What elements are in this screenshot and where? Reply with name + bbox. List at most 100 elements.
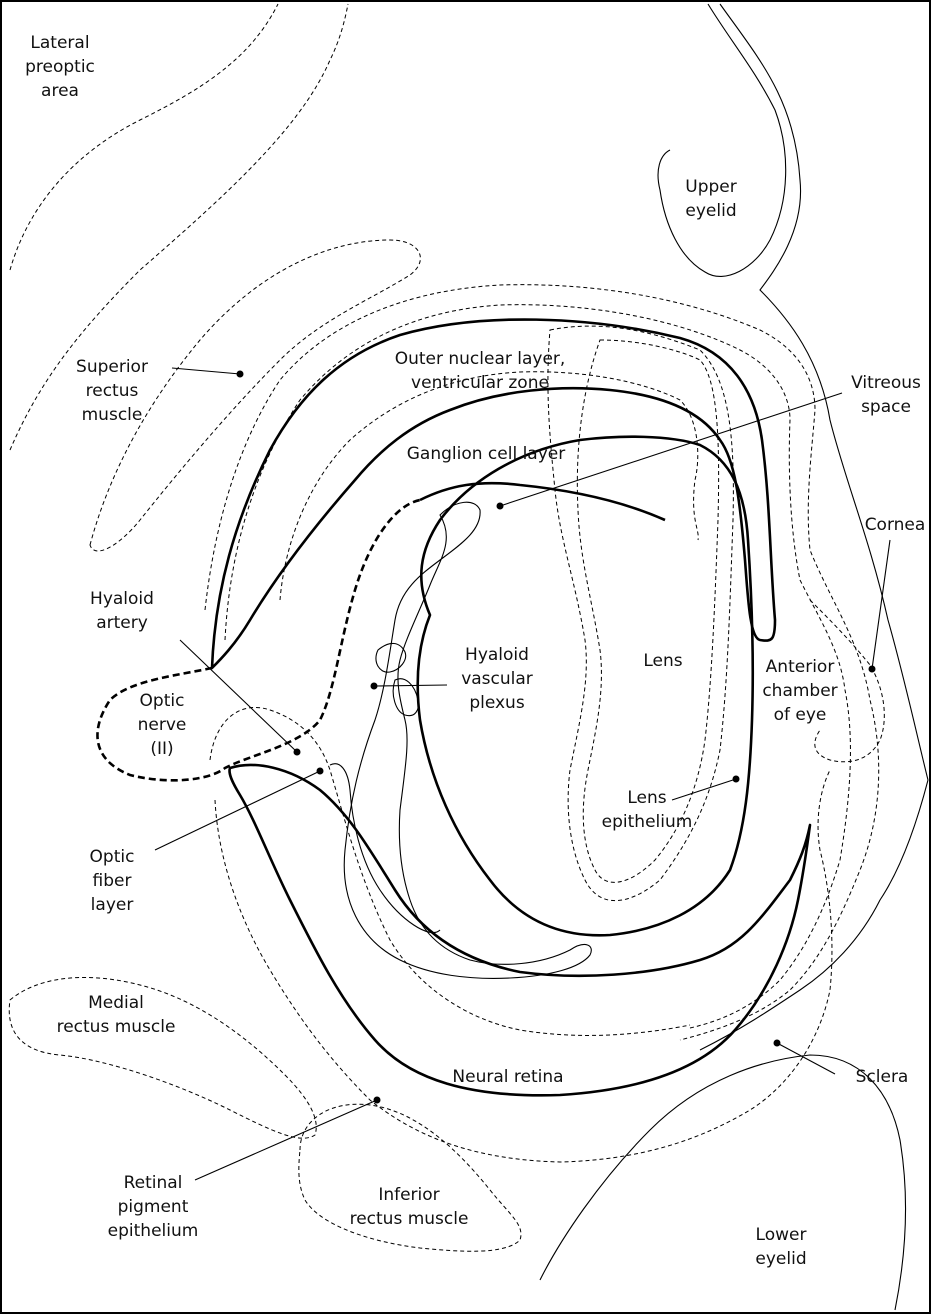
dot-vitreous-space bbox=[496, 502, 504, 510]
leader-cornea bbox=[871, 539, 891, 670]
svg-text:Retinal: Retinal bbox=[124, 1173, 183, 1193]
label-inferior-rectus-muscle: Inferior rectus muscle bbox=[350, 1185, 469, 1229]
leader-sclera bbox=[776, 1042, 836, 1075]
svg-text:Neural retina: Neural retina bbox=[452, 1067, 563, 1087]
label-upper-eyelid: Upper eyelid bbox=[685, 177, 736, 221]
svg-text:eyelid: eyelid bbox=[755, 1249, 806, 1269]
svg-text:Superior: Superior bbox=[76, 357, 148, 377]
hyaloid-plexus-vessel-2 bbox=[375, 642, 407, 673]
svg-text:eyelid: eyelid bbox=[685, 201, 736, 221]
svg-text:Optic: Optic bbox=[140, 691, 185, 711]
label-superior-rectus-muscle: Superior rectus muscle bbox=[76, 357, 148, 425]
label-ganglion-cell-layer: Ganglion cell layer bbox=[407, 444, 566, 464]
label-lens-epithelium: Lens epithelium bbox=[602, 788, 693, 832]
outer-sheath-2 bbox=[224, 304, 851, 1029]
dot-lens-epithelium bbox=[732, 775, 740, 783]
lens-inner-outline bbox=[547, 325, 734, 902]
label-hyaloid-artery: Hyaloid artery bbox=[90, 589, 154, 633]
leader-vitreous-space bbox=[499, 392, 843, 507]
leader-hyaloid-artery bbox=[179, 639, 298, 753]
svg-text:vascular: vascular bbox=[461, 669, 533, 689]
svg-text:nerve: nerve bbox=[138, 715, 187, 735]
vitreous-upper-contour bbox=[419, 481, 666, 522]
medial-rectus-outline bbox=[8, 977, 317, 1139]
leader-lens-epithelium bbox=[671, 778, 737, 801]
svg-text:rectus muscle: rectus muscle bbox=[57, 1017, 176, 1037]
svg-text:Lens: Lens bbox=[643, 651, 682, 671]
svg-text:plexus: plexus bbox=[469, 693, 525, 713]
skin-outline-upper bbox=[719, 3, 929, 781]
retina-outer-sheath-lower bbox=[214, 769, 833, 1163]
svg-text:pigment: pigment bbox=[118, 1197, 189, 1217]
label-anterior-chamber: Anterior chamber of eye bbox=[762, 657, 837, 725]
hyaloid-plexus-vessel-1 bbox=[343, 501, 592, 979]
svg-text:Lens: Lens bbox=[627, 788, 666, 808]
svg-text:rectus muscle: rectus muscle bbox=[350, 1209, 469, 1229]
svg-text:epithelium: epithelium bbox=[602, 812, 693, 832]
svg-text:chamber: chamber bbox=[762, 681, 837, 701]
label-outer-nuclear-layer: Outer nuclear layer, ventricular zone bbox=[395, 349, 566, 393]
dot-hyaloid-artery bbox=[293, 748, 301, 756]
lower-eyelid-outline bbox=[539, 1054, 906, 1311]
ganglion-cell-layer-outline bbox=[279, 371, 699, 601]
dot-hyaloid-plexus bbox=[370, 682, 378, 690]
label-retinal-pigment-epithelium: Retinal pigment epithelium bbox=[108, 1173, 199, 1241]
skin-outline-lower bbox=[699, 779, 929, 1051]
lateral-preoptic-boundary-2 bbox=[9, 3, 349, 451]
neural-retina-upper-outline bbox=[210, 318, 777, 670]
svg-text:space: space bbox=[861, 397, 911, 417]
svg-text:Upper: Upper bbox=[685, 177, 736, 197]
svg-text:Medial: Medial bbox=[88, 993, 144, 1013]
svg-text:Inferior: Inferior bbox=[378, 1185, 439, 1205]
hyaloid-plexus-vessel-4 bbox=[329, 763, 441, 934]
svg-text:epithelium: epithelium bbox=[108, 1221, 199, 1241]
label-optic-nerve: Optic nerve (II) bbox=[138, 691, 187, 759]
inferior-rectus-outline bbox=[298, 1103, 522, 1252]
dot-sclera bbox=[773, 1039, 781, 1047]
label-lens: Lens bbox=[643, 651, 682, 671]
optic-nerve-outline bbox=[96, 498, 421, 782]
svg-text:fiber: fiber bbox=[93, 871, 132, 891]
leader-hyaloid-plexus bbox=[373, 684, 448, 687]
neural-retina-lower-outline bbox=[228, 763, 812, 1097]
dot-superior-rectus bbox=[236, 370, 244, 378]
svg-text:of eye: of eye bbox=[774, 705, 827, 725]
svg-text:Hyaloid: Hyaloid bbox=[465, 645, 529, 665]
svg-text:Lower: Lower bbox=[756, 1225, 807, 1245]
svg-text:artery: artery bbox=[96, 613, 148, 633]
leader-superior-rectus bbox=[171, 367, 241, 375]
cornea-outline bbox=[809, 599, 885, 763]
svg-text:Anterior: Anterior bbox=[766, 657, 835, 677]
outer-sheath-1 bbox=[204, 284, 880, 1041]
lens-outline bbox=[416, 435, 755, 937]
svg-text:area: area bbox=[41, 81, 79, 101]
leader-optic-fiber-layer bbox=[154, 770, 321, 851]
label-sclera: Sclera bbox=[856, 1067, 909, 1087]
lateral-preoptic-boundary-1 bbox=[9, 3, 279, 271]
svg-text:Hyaloid: Hyaloid bbox=[90, 589, 154, 609]
svg-text:muscle: muscle bbox=[82, 405, 143, 425]
svg-text:Sclera: Sclera bbox=[856, 1067, 909, 1087]
leader-retinal-pigment bbox=[194, 1099, 378, 1181]
svg-text:Optic: Optic bbox=[90, 847, 135, 867]
svg-text:(II): (II) bbox=[150, 739, 173, 759]
svg-text:Lateral: Lateral bbox=[30, 33, 89, 53]
svg-text:Outer nuclear layer,: Outer nuclear layer, bbox=[395, 349, 566, 369]
dot-optic-fiber-layer bbox=[316, 767, 324, 775]
label-lateral-preoptic-area: Lateral preoptic area bbox=[25, 33, 95, 101]
svg-text:layer: layer bbox=[91, 895, 134, 915]
hyaloid-plexus-vessel-3 bbox=[392, 678, 419, 717]
svg-text:Cornea: Cornea bbox=[865, 515, 926, 535]
label-cornea: Cornea bbox=[865, 515, 926, 535]
svg-text:rectus: rectus bbox=[86, 381, 139, 401]
label-vitreous-space: Vitreous space bbox=[851, 373, 921, 417]
label-optic-fiber-layer: Optic fiber layer bbox=[90, 847, 135, 915]
dot-cornea bbox=[868, 665, 876, 673]
superior-rectus-outline bbox=[89, 239, 421, 552]
label-neural-retina: Neural retina bbox=[452, 1067, 563, 1087]
lens-middle-outline bbox=[576, 339, 720, 883]
svg-text:preoptic: preoptic bbox=[25, 57, 95, 77]
